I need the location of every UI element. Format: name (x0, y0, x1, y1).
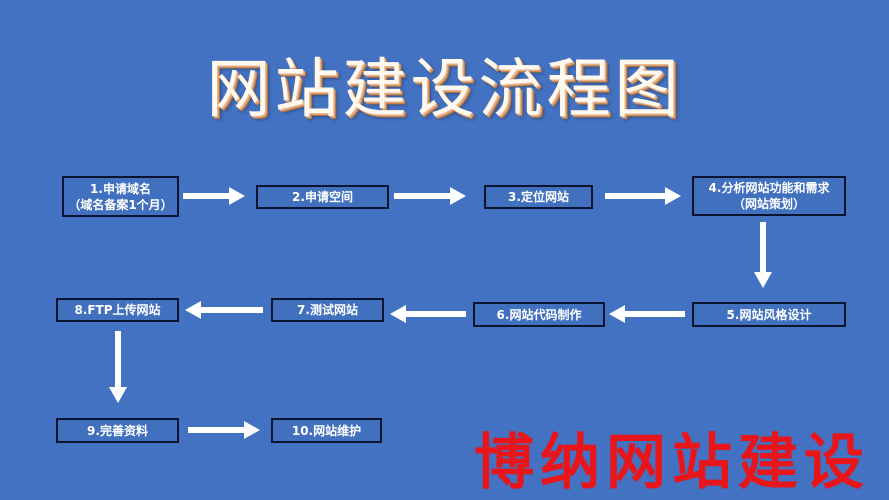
arrow-left-icon (609, 305, 685, 323)
step-label: 5.网站风格设计 (726, 307, 812, 322)
step-sublabel: （网站策划） (732, 197, 805, 211)
step-10: 10.网站维护 (271, 418, 382, 443)
arrow-down-icon (109, 331, 127, 403)
arrow-right-icon (605, 187, 681, 205)
arrow-left-icon (390, 305, 466, 323)
step-label: 9.完善资料 (87, 423, 148, 438)
page-title: 网站建设流程图 (206, 53, 683, 127)
arrow-right-icon (188, 421, 260, 439)
arrow-left-icon (185, 301, 263, 319)
step-label: 10.网站维护 (291, 423, 362, 438)
step-1: 1.申请域名（域名备案1个月） (62, 176, 179, 217)
step-label: 3.定位网站 (508, 190, 569, 204)
step-sublabel: （域名备案1个月） (68, 197, 173, 212)
step-7: 7.测试网站 (271, 298, 384, 322)
step-8: 8.FTP上传网站 (56, 298, 179, 322)
step-label: 7.测试网站 (297, 303, 358, 317)
step-6: 6.网站代码制作 (473, 302, 605, 327)
arrow-down-icon (754, 222, 772, 288)
step-2: 2.申请空间 (256, 185, 389, 209)
step-label: 1.申请域名 (90, 181, 151, 196)
step-4: 4.分析网站功能和需求 （网站策划） (692, 176, 846, 216)
watermark: 博纳网站建设 (474, 428, 870, 498)
arrow-right-icon (394, 187, 466, 205)
step-label: 6.网站代码制作 (496, 307, 582, 322)
step-9: 9.完善资料 (56, 418, 179, 443)
step-3: 3.定位网站 (484, 185, 593, 209)
arrow-right-icon (183, 187, 245, 205)
step-5: 5.网站风格设计 (692, 302, 846, 327)
step-label: 4.分析网站功能和需求 (708, 181, 830, 195)
step-label: 2.申请空间 (292, 190, 353, 204)
step-label: 8.FTP上传网站 (74, 303, 161, 317)
